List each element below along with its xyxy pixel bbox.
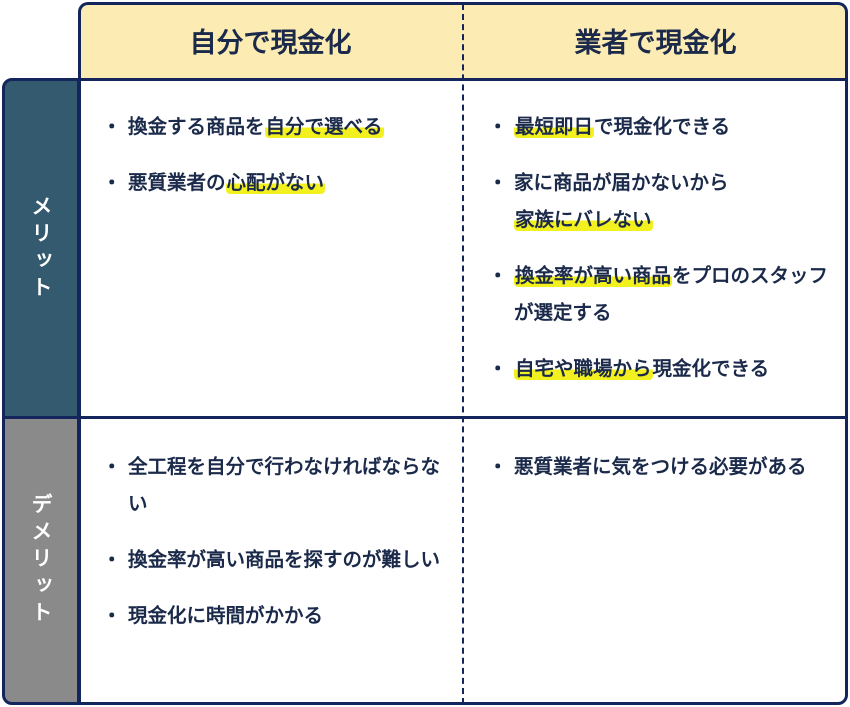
cell-merit-self: 換金する商品を自分で選べる 悪質業者の心配がない (102, 108, 452, 220)
column-header-vendor: 業者で現金化 (574, 27, 737, 59)
cell-demerit-self: 全工程を自分で行わなければならない 換金率が高い商品を探すのが難しい 現金化に時… (102, 448, 452, 653)
row-label-demerit: デメリット (2, 416, 80, 705)
list-item: 換金率が高い商品をプロのスタッフが選定する (488, 257, 838, 331)
highlight: 自宅や職場から (514, 357, 653, 380)
column-divider (462, 4, 464, 704)
row-divider (78, 416, 848, 419)
highlight: 家族にバレない (514, 208, 653, 231)
list-item: 自宅や職場から現金化できる (488, 350, 838, 387)
list-item: 最短即日で現金化できる (488, 108, 838, 145)
row-label-merit: メリット (2, 78, 80, 419)
row-label-demerit-text: デメリット (29, 493, 53, 628)
list-item: 悪質業者に気をつける必要がある (488, 448, 838, 485)
highlight: 換金率が高い商品 (514, 264, 673, 287)
highlight: 心配がない (225, 171, 326, 194)
highlight: 最短即日 (514, 115, 595, 138)
list-item: 悪質業者の心配がない (102, 164, 452, 201)
list-item: 換金率が高い商品を探すのが難しい (102, 541, 452, 578)
column-header-self: 自分で現金化 (189, 27, 352, 59)
cell-demerit-vendor: 悪質業者に気をつける必要がある (488, 448, 838, 504)
list-item: 全工程を自分で行わなければならない (102, 448, 452, 522)
list-item: 現金化に時間がかかる (102, 597, 452, 634)
highlight: 自分で選べる (264, 115, 384, 138)
row-label-merit-text: メリット (29, 194, 53, 303)
list-item: 換金する商品を自分で選べる (102, 108, 452, 145)
